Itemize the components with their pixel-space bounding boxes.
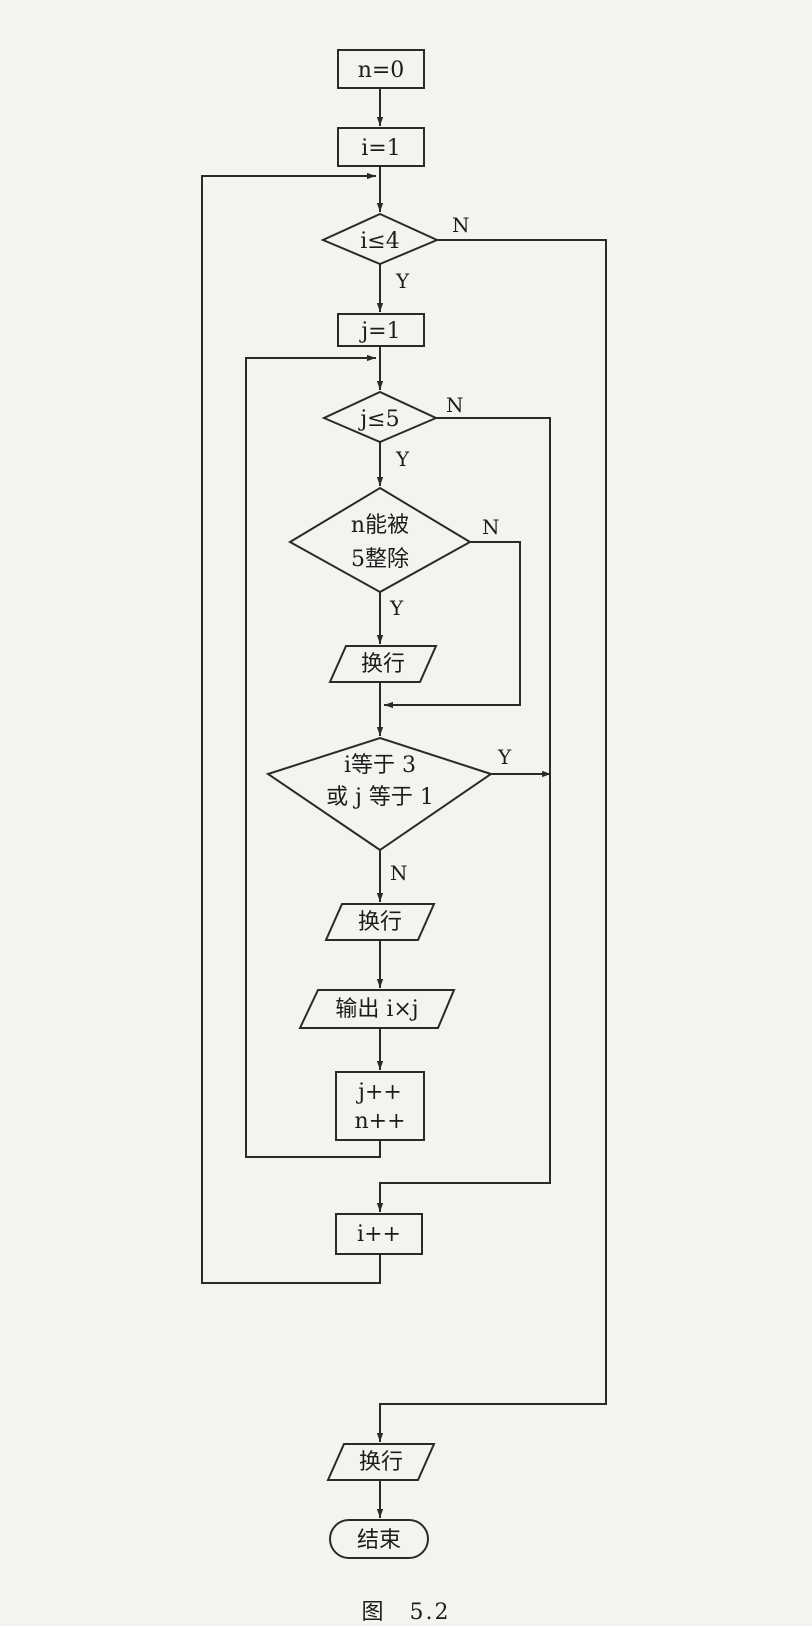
io-output-ij-label: 输出 i×j — [335, 997, 418, 1022]
branch-label-cond-n-no: N — [482, 515, 500, 539]
io-newline-3-label: 换行 — [359, 1450, 403, 1475]
decision-cond-i-label: i≤4 — [360, 229, 399, 254]
terminal-end-label: 结束 — [357, 1528, 401, 1553]
node-j-init-label: j=1 — [358, 319, 400, 344]
node-n-init-label: n=0 — [358, 58, 405, 83]
branch-label-cond-i-yes: Y — [395, 269, 410, 293]
io-output-ij: 输出 i×j — [298, 989, 456, 1029]
node-incr-jn-label-line2: n++ — [354, 1109, 405, 1134]
io-newline-1-label: 换行 — [361, 652, 405, 677]
decision-cond-ij-label-line2: 或 j 等于 1 — [326, 785, 434, 810]
node-incr-jn: j++ n++ — [335, 1071, 425, 1141]
edge-cond-j-no-to-incr-i — [376, 417, 551, 1212]
node-i-init: i=1 — [337, 127, 425, 167]
node-j-init: j=1 — [337, 313, 425, 347]
edge-incr-i-loop-back — [201, 172, 381, 1284]
io-newline-1: 换行 — [328, 645, 438, 683]
branch-label-cond-ij-no: N — [390, 861, 408, 885]
decision-cond-n-label-line2: 5整除 — [351, 547, 409, 572]
decision-cond-j: j≤5 — [321, 390, 439, 444]
branch-labels: N Y N Y N Y Y N — [389, 213, 512, 885]
node-incr-i-label: i++ — [357, 1222, 401, 1247]
node-incr-i: i++ — [335, 1213, 423, 1255]
io-newline-2-label: 换行 — [358, 910, 402, 935]
terminal-end: 结束 — [329, 1519, 429, 1559]
decision-cond-i: i≤4 — [320, 212, 440, 266]
branch-label-cond-n-yes: Y — [389, 596, 404, 620]
decision-cond-n: n能被 5整除 — [288, 486, 472, 594]
node-incr-jn-label-line1: j++ — [355, 1080, 402, 1105]
connectors — [201, 88, 607, 1518]
decision-cond-ij-label-line1: i等于 3 — [344, 753, 416, 778]
edge-cond-i-no-to-newline-3 — [376, 239, 607, 1442]
edge-cond-n-no-bypass — [384, 541, 521, 709]
decision-cond-ij: i等于 3 或 j 等于 1 — [265, 736, 494, 852]
branch-label-cond-ij-yes: Y — [497, 745, 512, 769]
io-newline-2: 换行 — [324, 903, 436, 941]
io-newline-3: 换行 — [326, 1443, 436, 1481]
node-n-init: n=0 — [337, 49, 425, 89]
branch-label-cond-i-no: N — [452, 213, 470, 237]
branch-label-cond-j-yes: Y — [395, 447, 410, 471]
node-i-init-label: i=1 — [361, 136, 400, 161]
edge-incr-jn-loop-back — [245, 354, 381, 1158]
figure-caption: 图 5.2 — [361, 1600, 451, 1625]
decision-cond-n-label-line1: n能被 — [351, 513, 409, 538]
decision-cond-j-label: j≤5 — [357, 407, 399, 432]
branch-label-cond-j-no: N — [446, 393, 464, 417]
